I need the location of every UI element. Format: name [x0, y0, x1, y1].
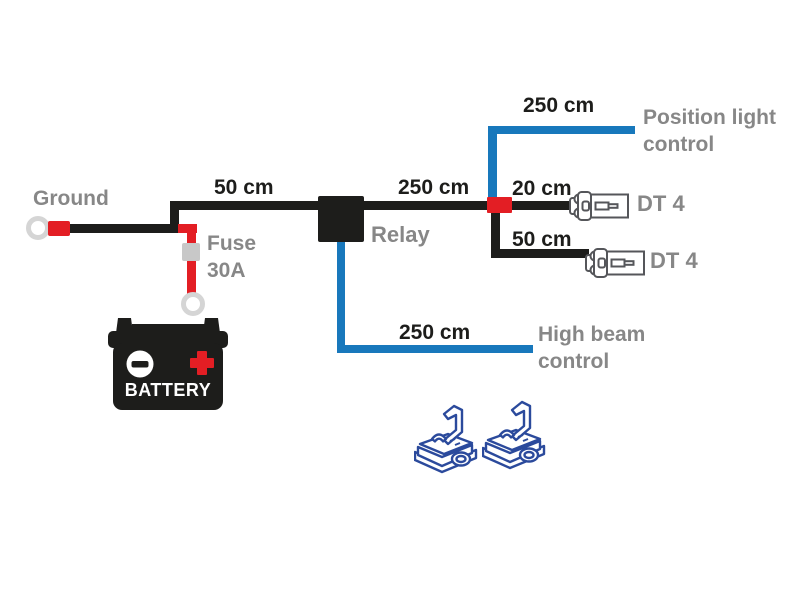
position-light-control-label: Position light control	[643, 104, 776, 158]
dt4-bottom-label: DT 4	[650, 248, 698, 273]
segment-length-dt4-top: 20 cm	[512, 177, 572, 200]
quick-splice-connector-icon	[482, 400, 546, 470]
segment-length-ground-relay: 50 cm	[214, 176, 274, 199]
battery-feed-wire-upper	[187, 224, 196, 246]
battery-feed-wire-lower	[187, 259, 196, 295]
segment-length-dt4-bottom: 50 cm	[512, 228, 572, 251]
position-light-wire-horizontal	[488, 126, 635, 134]
wire-junction-block	[487, 197, 512, 213]
high-beam-wire-horizontal	[337, 345, 533, 353]
battery-icon	[108, 318, 228, 410]
high-beam-wire-vertical	[337, 241, 345, 348]
segment-length-position-light: 250 cm	[523, 94, 595, 117]
ground-label: Ground	[33, 187, 109, 210]
dt4-connector-icon	[585, 248, 645, 278]
dt4-connector-icon	[569, 191, 629, 221]
position-light-line1: Position light	[643, 106, 776, 129]
ground-wire	[66, 224, 179, 233]
battery-label: BATTERY	[124, 380, 212, 400]
position-light-line2: control	[643, 133, 715, 156]
fuse-label-line2: 30A	[207, 259, 246, 282]
dt4-branch-wire-horizontal	[491, 249, 589, 258]
high-beam-line2: control	[538, 350, 610, 373]
fuse-label: Fuse 30A	[207, 230, 256, 284]
quick-splice-connector-icon	[414, 404, 478, 474]
fuse-icon	[182, 243, 200, 261]
fuse-label-line1: Fuse	[207, 232, 257, 255]
segment-length-relay-junction: 250 cm	[398, 176, 470, 199]
dt4-branch-wire-vertical	[491, 205, 500, 258]
dt4-top-label: DT 4	[637, 191, 685, 216]
high-beam-control-label: High beam control	[538, 321, 645, 375]
high-beam-line1: High beam	[538, 323, 646, 346]
position-light-wire-vertical	[488, 126, 497, 202]
ground-ring-terminal-icon	[26, 216, 50, 240]
ground-wire-elbow	[170, 201, 179, 233]
ground-crimp	[48, 221, 70, 236]
battery-ring-terminal-icon	[181, 292, 205, 316]
relay-label: Relay	[371, 222, 430, 247]
main-power-wire	[170, 201, 575, 210]
segment-length-high-beam: 250 cm	[399, 321, 471, 344]
relay-block	[318, 196, 364, 242]
